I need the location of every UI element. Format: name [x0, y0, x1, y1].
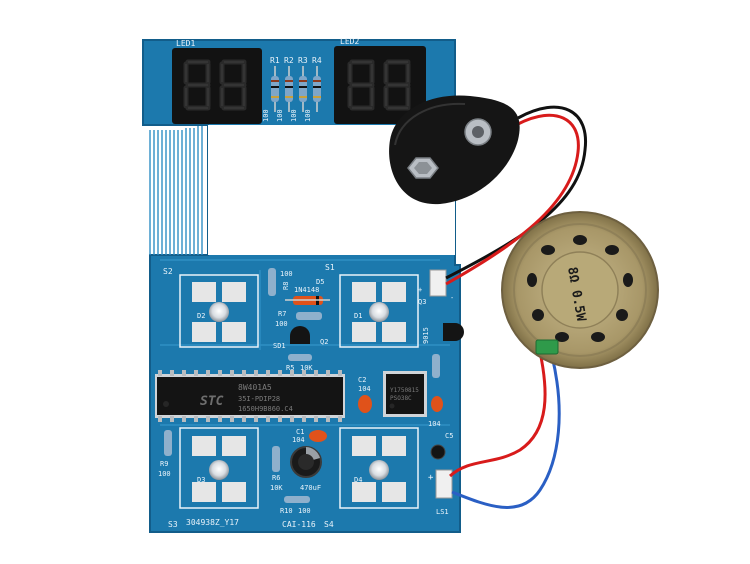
svg-text:100: 100 [276, 109, 284, 122]
switch-s1: S1 D1 [325, 263, 419, 348]
battery-clip [389, 95, 520, 205]
svg-text:104: 104 [428, 420, 441, 428]
mcu-chip: STC 8W401A5 35I-PDIP28 1650H9B860.C4 [155, 370, 345, 422]
svg-text:10K: 10K [300, 364, 313, 372]
svg-text:R5: R5 [286, 364, 294, 372]
svg-text:D3: D3 [197, 476, 205, 484]
svg-text:1N4148: 1N4148 [294, 286, 319, 294]
resistors-r1-r4: R1 R2 R3 R4 100 100 100 100 [262, 56, 322, 122]
svg-text:100: 100 [280, 270, 293, 278]
led-d3 [209, 460, 229, 480]
electrolytic-capacitor: 470uF [290, 446, 322, 492]
svg-text:STC: STC [200, 394, 224, 409]
wire-black-battery [445, 105, 588, 280]
svg-text:Q2: Q2 [320, 338, 328, 346]
svg-text:+: + [418, 286, 422, 294]
board-model: CAI-116 [282, 520, 316, 529]
svg-text:9015: 9015 [422, 327, 430, 344]
svg-text:Q3: Q3 [418, 298, 426, 306]
middle-components: D5 1N4148 R7 100 R8 100 SD1 Q2 R5 10K [268, 268, 330, 372]
svg-text:-: - [450, 294, 454, 302]
switch-s4: D4 S4 [324, 427, 419, 529]
svg-text:8W401A5: 8W401A5 [238, 383, 272, 392]
svg-text:100: 100 [158, 470, 171, 478]
right-components: 9015 Q3 C5 + LS1 [418, 298, 464, 516]
switch-s3: D3 S3 [168, 427, 259, 529]
svg-text:D4: D4 [354, 476, 362, 484]
wire-blue-speaker [451, 355, 561, 509]
svg-text:100: 100 [304, 109, 312, 122]
display-led1: LED1 [172, 39, 262, 124]
svg-text:R1: R1 [270, 56, 280, 65]
led-d2 [209, 302, 229, 322]
switch-s2: S2 D2 [163, 267, 259, 348]
speaker: 8Ω 0.5W [501, 211, 659, 369]
svg-text:S2: S2 [163, 267, 173, 276]
svg-text:+: + [428, 473, 434, 483]
capacitor-c2 [358, 395, 372, 413]
svg-text:LED1: LED1 [176, 39, 195, 48]
led-d1 [369, 302, 389, 322]
svg-text:100: 100 [290, 109, 298, 122]
svg-text:1650H9B860.C4: 1650H9B860.C4 [238, 405, 293, 413]
wire-red-speaker [448, 351, 547, 478]
svg-text:D2: D2 [197, 312, 205, 320]
svg-text:R8: R8 [282, 282, 290, 290]
svg-text:R7: R7 [278, 310, 286, 318]
svg-text:100: 100 [275, 320, 288, 328]
svg-text:35I-PDIP28: 35I-PDIP28 [238, 395, 280, 403]
svg-text:10K: 10K [270, 484, 283, 492]
board-code: 304938Z_Y17 [186, 518, 239, 527]
svg-text:R3: R3 [298, 56, 308, 65]
svg-text:104: 104 [358, 385, 371, 393]
svg-text:R9: R9 [160, 460, 168, 468]
svg-text:C1: C1 [296, 428, 304, 436]
resistor-r10 [284, 496, 310, 503]
led-d4 [369, 460, 389, 480]
svg-text:470uF: 470uF [300, 484, 321, 492]
svg-text:R4: R4 [312, 56, 322, 65]
svg-text:C5: C5 [445, 432, 453, 440]
small-chip: Y1750815 PSO38C C2 104 [358, 371, 427, 417]
svg-text:104: 104 [292, 436, 305, 444]
svg-text:PSO38C: PSO38C [390, 395, 412, 402]
svg-text:S1: S1 [325, 263, 335, 272]
display-led2: LED2 [334, 37, 426, 124]
svg-text:LED2: LED2 [340, 37, 359, 46]
copper-traces [149, 126, 450, 426]
svg-text:R2: R2 [284, 56, 294, 65]
capacitor-c1 [309, 430, 327, 442]
svg-text:S3: S3 [168, 520, 178, 529]
resistor-r6 [272, 446, 280, 472]
svg-text:Y1750815: Y1750815 [390, 387, 419, 394]
svg-text:SD1: SD1 [273, 342, 286, 350]
capacitor-c4 [431, 396, 443, 412]
svg-text:S4: S4 [324, 520, 334, 529]
svg-text:D1: D1 [354, 312, 362, 320]
svg-text:D5: D5 [316, 278, 324, 286]
svg-text:R10: R10 [280, 507, 293, 515]
svg-text:R6: R6 [272, 474, 280, 482]
svg-text:100: 100 [262, 109, 270, 122]
svg-text:100: 100 [298, 507, 311, 515]
wire-red-battery [445, 113, 580, 286]
svg-text:LS1: LS1 [436, 508, 449, 516]
resistor-r9 [164, 430, 172, 456]
svg-text:C2: C2 [358, 376, 366, 384]
